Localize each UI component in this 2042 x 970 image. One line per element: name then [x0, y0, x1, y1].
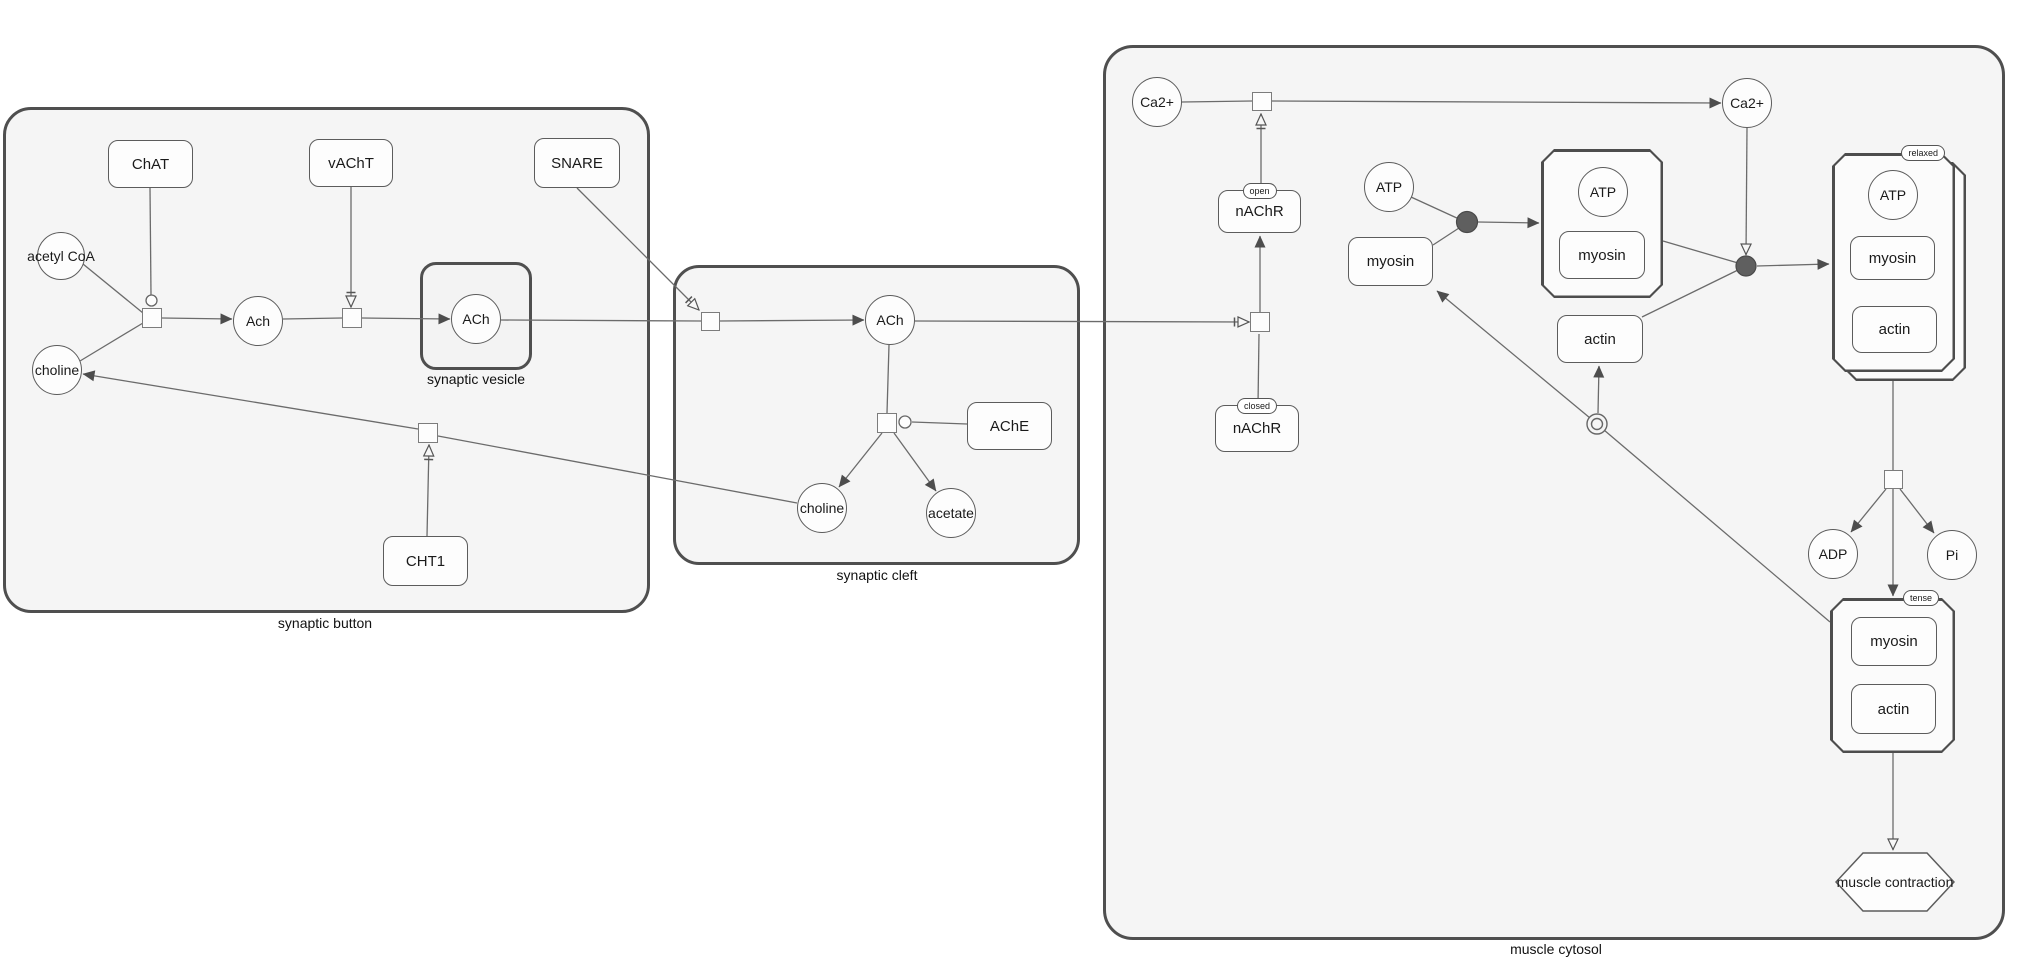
node-muscle-contraction-label: muscle contraction	[1836, 874, 1954, 890]
node-acetyl-coa[interactable]: acetyl CoA	[27, 232, 95, 280]
state-label-relaxed: relaxed	[1901, 145, 1945, 161]
node-pi[interactable]: Pi	[1927, 530, 1977, 580]
node-muscle-contraction[interactable]: muscle contraction	[1834, 852, 1956, 912]
node-actin-free[interactable]: actin	[1557, 315, 1643, 363]
node-acetyl-coa-label: acetyl CoA	[27, 248, 95, 264]
process-ach-release[interactable]	[701, 312, 720, 331]
node-ach-button-label: Ach	[245, 313, 271, 329]
node-choline-button-label: choline	[34, 362, 80, 378]
node-atp-free-label: ATP	[1375, 179, 1403, 195]
node-ach-cleft[interactable]: ACh	[865, 295, 915, 345]
complex-relaxed[interactable]: relaxed ATP myosin actin	[1832, 145, 1955, 372]
node-snare-label: SNARE	[551, 154, 603, 172]
node-actin-in-relaxed[interactable]: actin	[1852, 306, 1937, 353]
node-myosin-in-complex-label: myosin	[1578, 246, 1626, 264]
dissociation-glyph-inner	[1590, 417, 1604, 431]
node-atp-in-relaxed[interactable]: ATP	[1868, 170, 1918, 220]
node-snare[interactable]: SNARE	[534, 138, 620, 188]
state-label-tense: tense	[1902, 590, 1939, 606]
compartment-label-synaptic-vesicle: synaptic vesicle	[426, 371, 526, 387]
node-choline-button[interactable]: choline	[32, 345, 82, 395]
process-ca-influx[interactable]	[1252, 92, 1272, 111]
node-acetate[interactable]: acetate	[926, 488, 976, 538]
complex-atp-myosin[interactable]: ATP myosin	[1541, 149, 1663, 298]
node-atp-in-relaxed-label: ATP	[1879, 187, 1907, 203]
node-chat[interactable]: ChAT	[108, 140, 193, 188]
node-ca2-left-label: Ca2+	[1140, 94, 1174, 110]
node-actin-free-label: actin	[1584, 330, 1616, 348]
node-myosin-in-complex[interactable]: myosin	[1559, 231, 1645, 279]
association-glyph-relaxed	[1735, 255, 1757, 277]
catalysis-port-ache	[898, 415, 912, 429]
node-ach-vesicle-label: ACh	[462, 311, 490, 327]
process-ach-hydrolysis[interactable]	[877, 413, 897, 433]
process-atp-hydrolysis[interactable]	[1884, 470, 1903, 489]
node-nachr-open-label: nAChR	[1235, 203, 1284, 220]
state-label-open: open	[1242, 183, 1277, 199]
compartment-synaptic-button[interactable]	[3, 107, 650, 613]
association-glyph-atp-myosin	[1455, 210, 1479, 234]
node-ache[interactable]: AChE	[967, 402, 1052, 450]
hexagon-shape	[1834, 852, 1956, 912]
node-chat-label: ChAT	[131, 155, 170, 173]
node-atp-in-complex-label: ATP	[1589, 184, 1617, 200]
node-acetate-label: acetate	[928, 505, 974, 521]
node-adp[interactable]: ADP	[1808, 529, 1858, 579]
compartment-label-synaptic-button: synaptic button	[277, 615, 373, 631]
node-ca2-right-label: Ca2+	[1730, 95, 1764, 111]
node-ach-button[interactable]: Ach	[233, 296, 283, 346]
catalysis-port-chat	[145, 294, 158, 307]
node-cht1-label: CHT1	[405, 552, 446, 570]
node-actin-in-relaxed-label: actin	[1878, 321, 1911, 338]
node-ach-vesicle[interactable]: ACh	[451, 294, 501, 344]
node-vacht[interactable]: vAChT	[309, 139, 393, 187]
node-myosin-in-relaxed[interactable]: myosin	[1850, 236, 1935, 280]
node-ache-label: AChE	[989, 417, 1030, 435]
node-choline-cleft-label: choline	[799, 500, 845, 516]
node-nachr-open[interactable]: open nAChR	[1218, 183, 1301, 233]
node-nachr-closed-label: nAChR	[1232, 420, 1282, 437]
node-adp-label: ADP	[1818, 546, 1848, 562]
node-actin-in-tense[interactable]: actin	[1851, 684, 1936, 734]
node-vacht-label: vAChT	[328, 154, 374, 172]
process-ach-synthesis[interactable]	[142, 308, 162, 328]
node-myosin-in-tense-label: myosin	[1870, 633, 1918, 650]
compartment-label-synaptic-cleft: synaptic cleft	[836, 567, 918, 583]
node-pi-label: Pi	[1945, 547, 1959, 563]
process-channel-opening[interactable]	[1250, 312, 1270, 332]
node-nachr-closed[interactable]: closed nAChR	[1215, 398, 1299, 452]
compartment-label-muscle-cytosol: muscle cytosol	[1510, 941, 1602, 957]
node-atp-in-complex[interactable]: ATP	[1578, 167, 1628, 217]
complex-tense[interactable]: tense myosin actin	[1830, 590, 1955, 753]
dissociation-glyph-outer	[1586, 413, 1608, 435]
node-actin-in-tense-label: actin	[1877, 700, 1910, 718]
process-choline-reuptake[interactable]	[418, 423, 438, 443]
node-atp-free[interactable]: ATP	[1364, 162, 1414, 212]
node-myosin-in-tense[interactable]: myosin	[1851, 617, 1937, 666]
node-cht1[interactable]: CHT1	[383, 536, 468, 586]
node-ach-cleft-label: ACh	[876, 312, 904, 328]
node-ca2-left[interactable]: Ca2+	[1132, 77, 1182, 127]
node-myosin-free[interactable]: myosin	[1348, 237, 1433, 286]
node-myosin-free-label: myosin	[1366, 253, 1415, 270]
state-label-closed: closed	[1236, 398, 1278, 414]
node-myosin-in-relaxed-label: myosin	[1868, 249, 1917, 267]
node-choline-cleft[interactable]: choline	[797, 483, 847, 533]
node-ca2-right[interactable]: Ca2+	[1722, 78, 1772, 128]
process-vesicle-loading[interactable]	[342, 308, 362, 328]
